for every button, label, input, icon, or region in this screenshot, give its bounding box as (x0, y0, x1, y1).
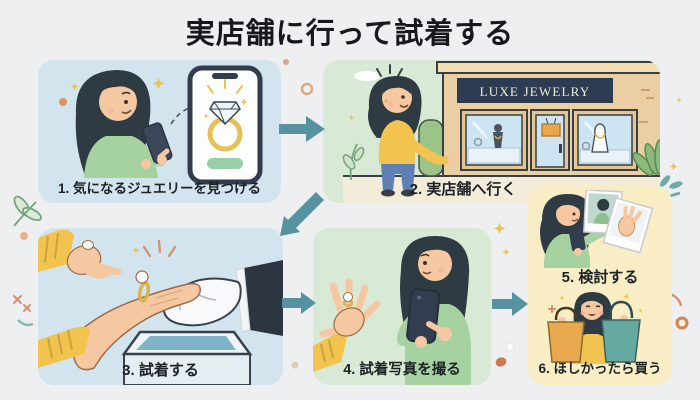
step-2-caption: 2. 実店舗へ行く (409, 180, 517, 198)
woman-walking (368, 64, 457, 197)
step-3-caption: 3. 試着する (122, 361, 199, 379)
phone-notch (212, 73, 238, 79)
arrow-right-icon (492, 292, 528, 316)
store-sign (457, 78, 613, 103)
sparkle-icon (638, 308, 643, 313)
dot-icon (505, 342, 515, 352)
step-1-caption: 1. 気になるジュエリーを見つける (57, 181, 262, 197)
sparkle-icon (132, 246, 140, 254)
phone-button (207, 158, 243, 169)
cloud-icon (354, 71, 380, 81)
sparkle-icon (493, 222, 506, 235)
motion-arc (170, 107, 202, 125)
sparkle-icon (70, 82, 79, 91)
sparkle-rays-icon (207, 79, 243, 94)
phone-mockup-ring-listing (187, 65, 263, 185)
dot-icon (495, 357, 507, 367)
shopping-bag-orange (547, 306, 585, 363)
storefront: LUXE JEWELRY (436, 61, 660, 177)
dot-icon (20, 232, 28, 240)
dot-icon (291, 361, 299, 369)
sparkle-icon (676, 97, 682, 103)
camera-phone (406, 288, 441, 344)
sparkle-icon (623, 293, 630, 300)
step-4-caption: 4. 試着写真を撮る (343, 362, 461, 379)
store-window-left (460, 109, 528, 171)
plant-sprig-icon (342, 143, 365, 181)
woman-browsing-phone (75, 70, 173, 178)
pearl-gem-icon (343, 292, 353, 302)
step-5-6-panel: 5. 検討する (528, 186, 672, 385)
pearl-ring-icon (82, 240, 94, 250)
door-handle (559, 144, 562, 153)
phone-in-hand (568, 225, 586, 252)
diamond-ring-icon (207, 101, 243, 152)
step-5-caption: 5. 検討する (561, 269, 639, 286)
sparkle-icon (348, 114, 355, 121)
gold-band-icon (137, 281, 151, 303)
arrow-right-icon (279, 116, 325, 142)
arrow-right-icon (282, 292, 316, 314)
diamond-gem-icon (135, 270, 149, 284)
store-window-right (572, 109, 638, 171)
curve-icon (17, 319, 34, 327)
store-door (530, 109, 570, 171)
step-4-illustration (313, 236, 471, 385)
step-6-caption: 6. ほしかったら買う (538, 361, 662, 376)
shopping-bag-teal (601, 300, 641, 363)
store-sign-text: LUXE JEWELRY (480, 84, 591, 99)
sparkle-lines-icon (142, 239, 177, 258)
sparkle-cross-icon (548, 305, 556, 313)
page-title: 実店舗に行って試着する (185, 18, 515, 50)
bush-icon (632, 139, 660, 176)
step-1-panel: 1. 気になるジュエリーを見つける (38, 60, 281, 203)
sparkle-icon (669, 162, 678, 171)
step-2-panel: LUXE JEWELRY (323, 60, 660, 203)
hand-being-photographed (313, 278, 381, 372)
step-1-illustration (59, 65, 263, 185)
display-case (121, 330, 253, 385)
step-3-illustration (38, 229, 283, 385)
step-5-illustration (540, 190, 654, 268)
ring-icon (675, 316, 689, 330)
sparkle-icon (502, 248, 510, 256)
motion-lines-icon (376, 64, 403, 77)
sparkle-cross-icon (13, 295, 31, 312)
dot-icon (283, 59, 289, 65)
pointing-hand (38, 229, 122, 279)
brick-marks (639, 89, 654, 151)
photo-hand (602, 197, 654, 254)
customer-hand-with-ring (38, 270, 201, 371)
step-4-panel: 4. 試着写真を撮る (313, 228, 491, 385)
sparkle-icon (152, 77, 165, 90)
woman-taking-photo (397, 236, 471, 385)
door-sign (541, 123, 561, 137)
dot-icon (59, 98, 67, 106)
ring-icon (300, 82, 314, 96)
step-6-illustration (547, 292, 643, 364)
step-2-illustration: LUXE JEWELRY (342, 61, 660, 203)
sparkle-icon (559, 295, 565, 301)
arrow-down-left-icon (280, 192, 324, 236)
store-cornice (436, 61, 660, 74)
step-3-panel: 3. 試着する (38, 228, 283, 385)
